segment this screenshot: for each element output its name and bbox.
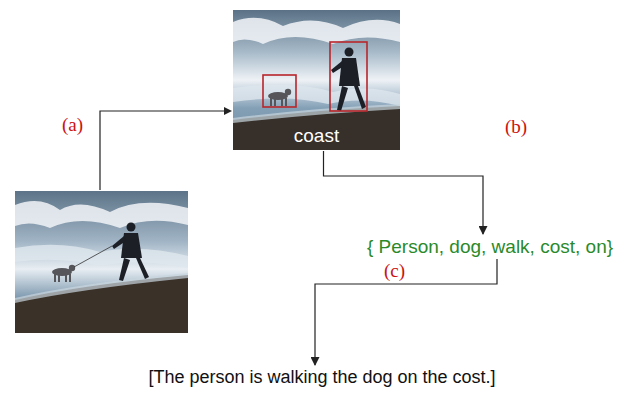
step-label: (c) (384, 260, 405, 282)
sentence-text: [The person is walking the dog on the co… (148, 367, 495, 388)
step-label: (b) (505, 116, 527, 138)
flow-arrow (315, 259, 497, 365)
scene-label: coast (294, 125, 339, 147)
scene-photo: coast (233, 10, 400, 150)
word-set: { Person, dog, walk, cost, on} (367, 236, 613, 258)
word-set-text: { Person, dog, walk, cost, on} (367, 236, 613, 258)
beach-photo (15, 191, 188, 333)
sentence-text-text: [The person is walking the dog on the co… (148, 367, 495, 388)
flow-arrow (324, 151, 484, 234)
arrow-a (100, 107, 232, 190)
step-label: (a) (62, 114, 83, 136)
